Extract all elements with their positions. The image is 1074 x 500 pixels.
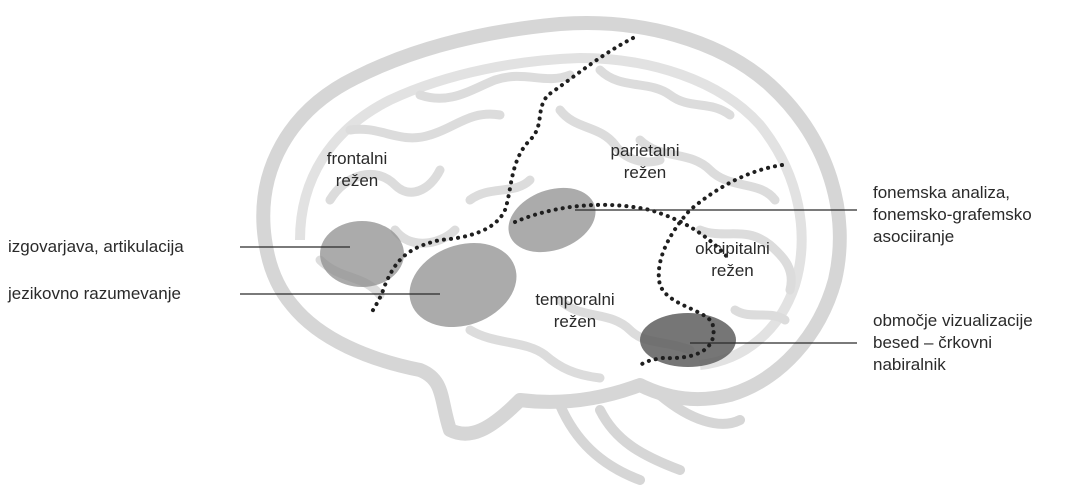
visual-word-area-label: območje vizualizacije besed – črkovni na…	[873, 310, 1033, 376]
occipital-lobe-word: režen	[680, 260, 785, 282]
occipital-lobe-name: okcipitalni	[680, 238, 785, 260]
temporal-lobe-label: temporalni režen	[515, 289, 635, 333]
parietal-lobe-label: parietalni režen	[595, 140, 695, 184]
parietal-lobe-word: režen	[595, 162, 695, 184]
frontal-lobe-label: frontalni režen	[302, 148, 412, 192]
phonemic-line-2: fonemsko-grafemsko	[873, 204, 1032, 226]
temporal-lobe-name: temporalni	[515, 289, 635, 311]
region-articulation	[320, 221, 404, 287]
frontal-lobe-name: frontalni	[302, 148, 412, 170]
temporal-lobe-word: režen	[515, 311, 635, 333]
phonemic-line-3: asociiranje	[873, 226, 1032, 248]
comprehension-label: jezikovno razumevanje	[8, 283, 181, 305]
occipital-lobe-label: okcipitalni režen	[680, 238, 785, 282]
phonemic-analysis-label: fonemska analiza, fonemsko-grafemsko aso…	[873, 182, 1032, 248]
visual-line-3: nabiralnik	[873, 354, 1033, 376]
brain-stem	[560, 395, 740, 480]
parietal-lobe-name: parietalni	[595, 140, 695, 162]
frontal-lobe-word: režen	[302, 170, 412, 192]
visual-line-2: besed – črkovni	[873, 332, 1033, 354]
phonemic-line-1: fonemska analiza,	[873, 182, 1032, 204]
articulation-label: izgovarjava, artikulacija	[8, 236, 184, 258]
visual-line-1: območje vizualizacije	[873, 310, 1033, 332]
